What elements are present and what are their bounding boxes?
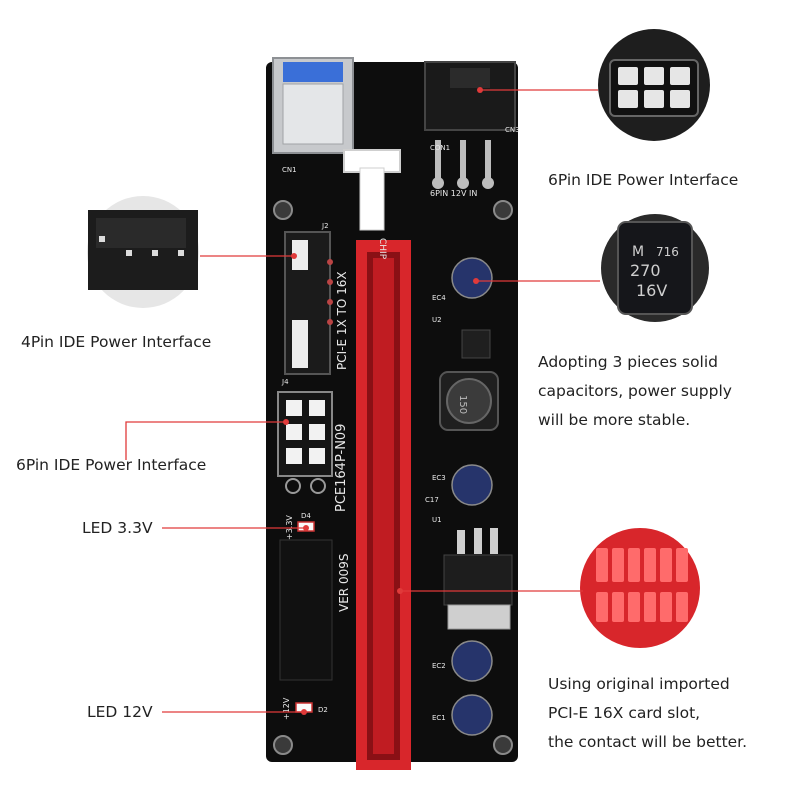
silk-u2: U2	[432, 316, 442, 324]
silk-6pin: 6PIN 12V IN	[430, 189, 477, 198]
silk-model: PCE164P-N09	[334, 424, 349, 512]
label-slot-line-2: PCI-E 16X card slot,	[548, 704, 701, 722]
silk-j4: J4	[281, 378, 289, 386]
zoom-six-pin-top	[598, 29, 710, 141]
inductor	[439, 371, 499, 431]
silk-cn1: CN1	[282, 166, 297, 174]
callout-dots	[283, 87, 483, 715]
label-capacitor-line-2: capacitors, power supply	[538, 382, 732, 400]
label-six-pin-left: 6Pin IDE Power Interface	[16, 456, 207, 474]
pcie-slot	[343, 149, 411, 770]
silk-chip: CHIP	[377, 238, 387, 260]
voltage-regulator	[443, 528, 513, 630]
zoom-capacitor-volt: 16V	[636, 281, 667, 300]
label-capacitor: Adopting 3 pieces solid capacitors, powe…	[538, 348, 732, 435]
zoom-capacitor-brand: M	[632, 244, 644, 260]
zoom-four-pin	[87, 196, 199, 308]
silk-u1: U1	[432, 516, 442, 524]
mounting-holes	[273, 200, 513, 755]
silk-c17: C17	[425, 496, 439, 504]
six-pin-connector-top	[424, 61, 516, 189]
small-ic	[461, 329, 491, 359]
silk-ec1: EC1	[432, 714, 446, 722]
silk-cn3: CN3	[505, 126, 520, 134]
usb-port	[272, 57, 354, 154]
silk-ec2: EC2	[432, 662, 446, 670]
label-slot: Using original imported PCI-E 16X card s…	[548, 670, 747, 757]
zoom-capacitor-code: 716	[656, 245, 679, 259]
heatsink-pad	[279, 539, 333, 681]
six-pin-connector-left	[277, 391, 333, 494]
capacitors	[451, 257, 493, 736]
label-slot-line-3: the contact will be better.	[548, 733, 748, 751]
silk-ec4: EC4	[432, 294, 446, 302]
silk-d4: D4	[301, 512, 311, 520]
silk-ec3: EC3	[432, 474, 446, 482]
label-led-33: LED 3.3V	[82, 519, 153, 537]
zoom-capacitor: M 716 270 16V	[601, 214, 709, 322]
silk-version: VER 009S	[337, 554, 351, 612]
label-four-pin: 4Pin IDE Power Interface	[21, 333, 212, 351]
label-slot-line-1: Using original imported	[548, 675, 730, 693]
zoom-slot	[580, 528, 700, 648]
silk-d2: D2	[318, 706, 328, 714]
silk-12v: +12V	[282, 697, 291, 720]
callout-lines	[125, 89, 600, 713]
zoom-capacitor-value: 270	[630, 261, 661, 280]
silk-title: PCI-E 1X TO 16X	[335, 271, 349, 370]
label-six-pin-top: 6Pin IDE Power Interface	[548, 171, 739, 189]
label-capacitor-line-3: will be more stable.	[538, 411, 691, 429]
silk-inductor: 150	[457, 395, 468, 414]
silk-j2: J2	[321, 222, 329, 230]
label-led-12: LED 12V	[87, 703, 153, 721]
silk-3v3: +3.3V	[285, 515, 294, 540]
silk-con1: CON1	[430, 144, 450, 152]
four-pin-connector	[284, 231, 333, 375]
label-capacitor-line-1: Adopting 3 pieces solid	[538, 353, 719, 371]
